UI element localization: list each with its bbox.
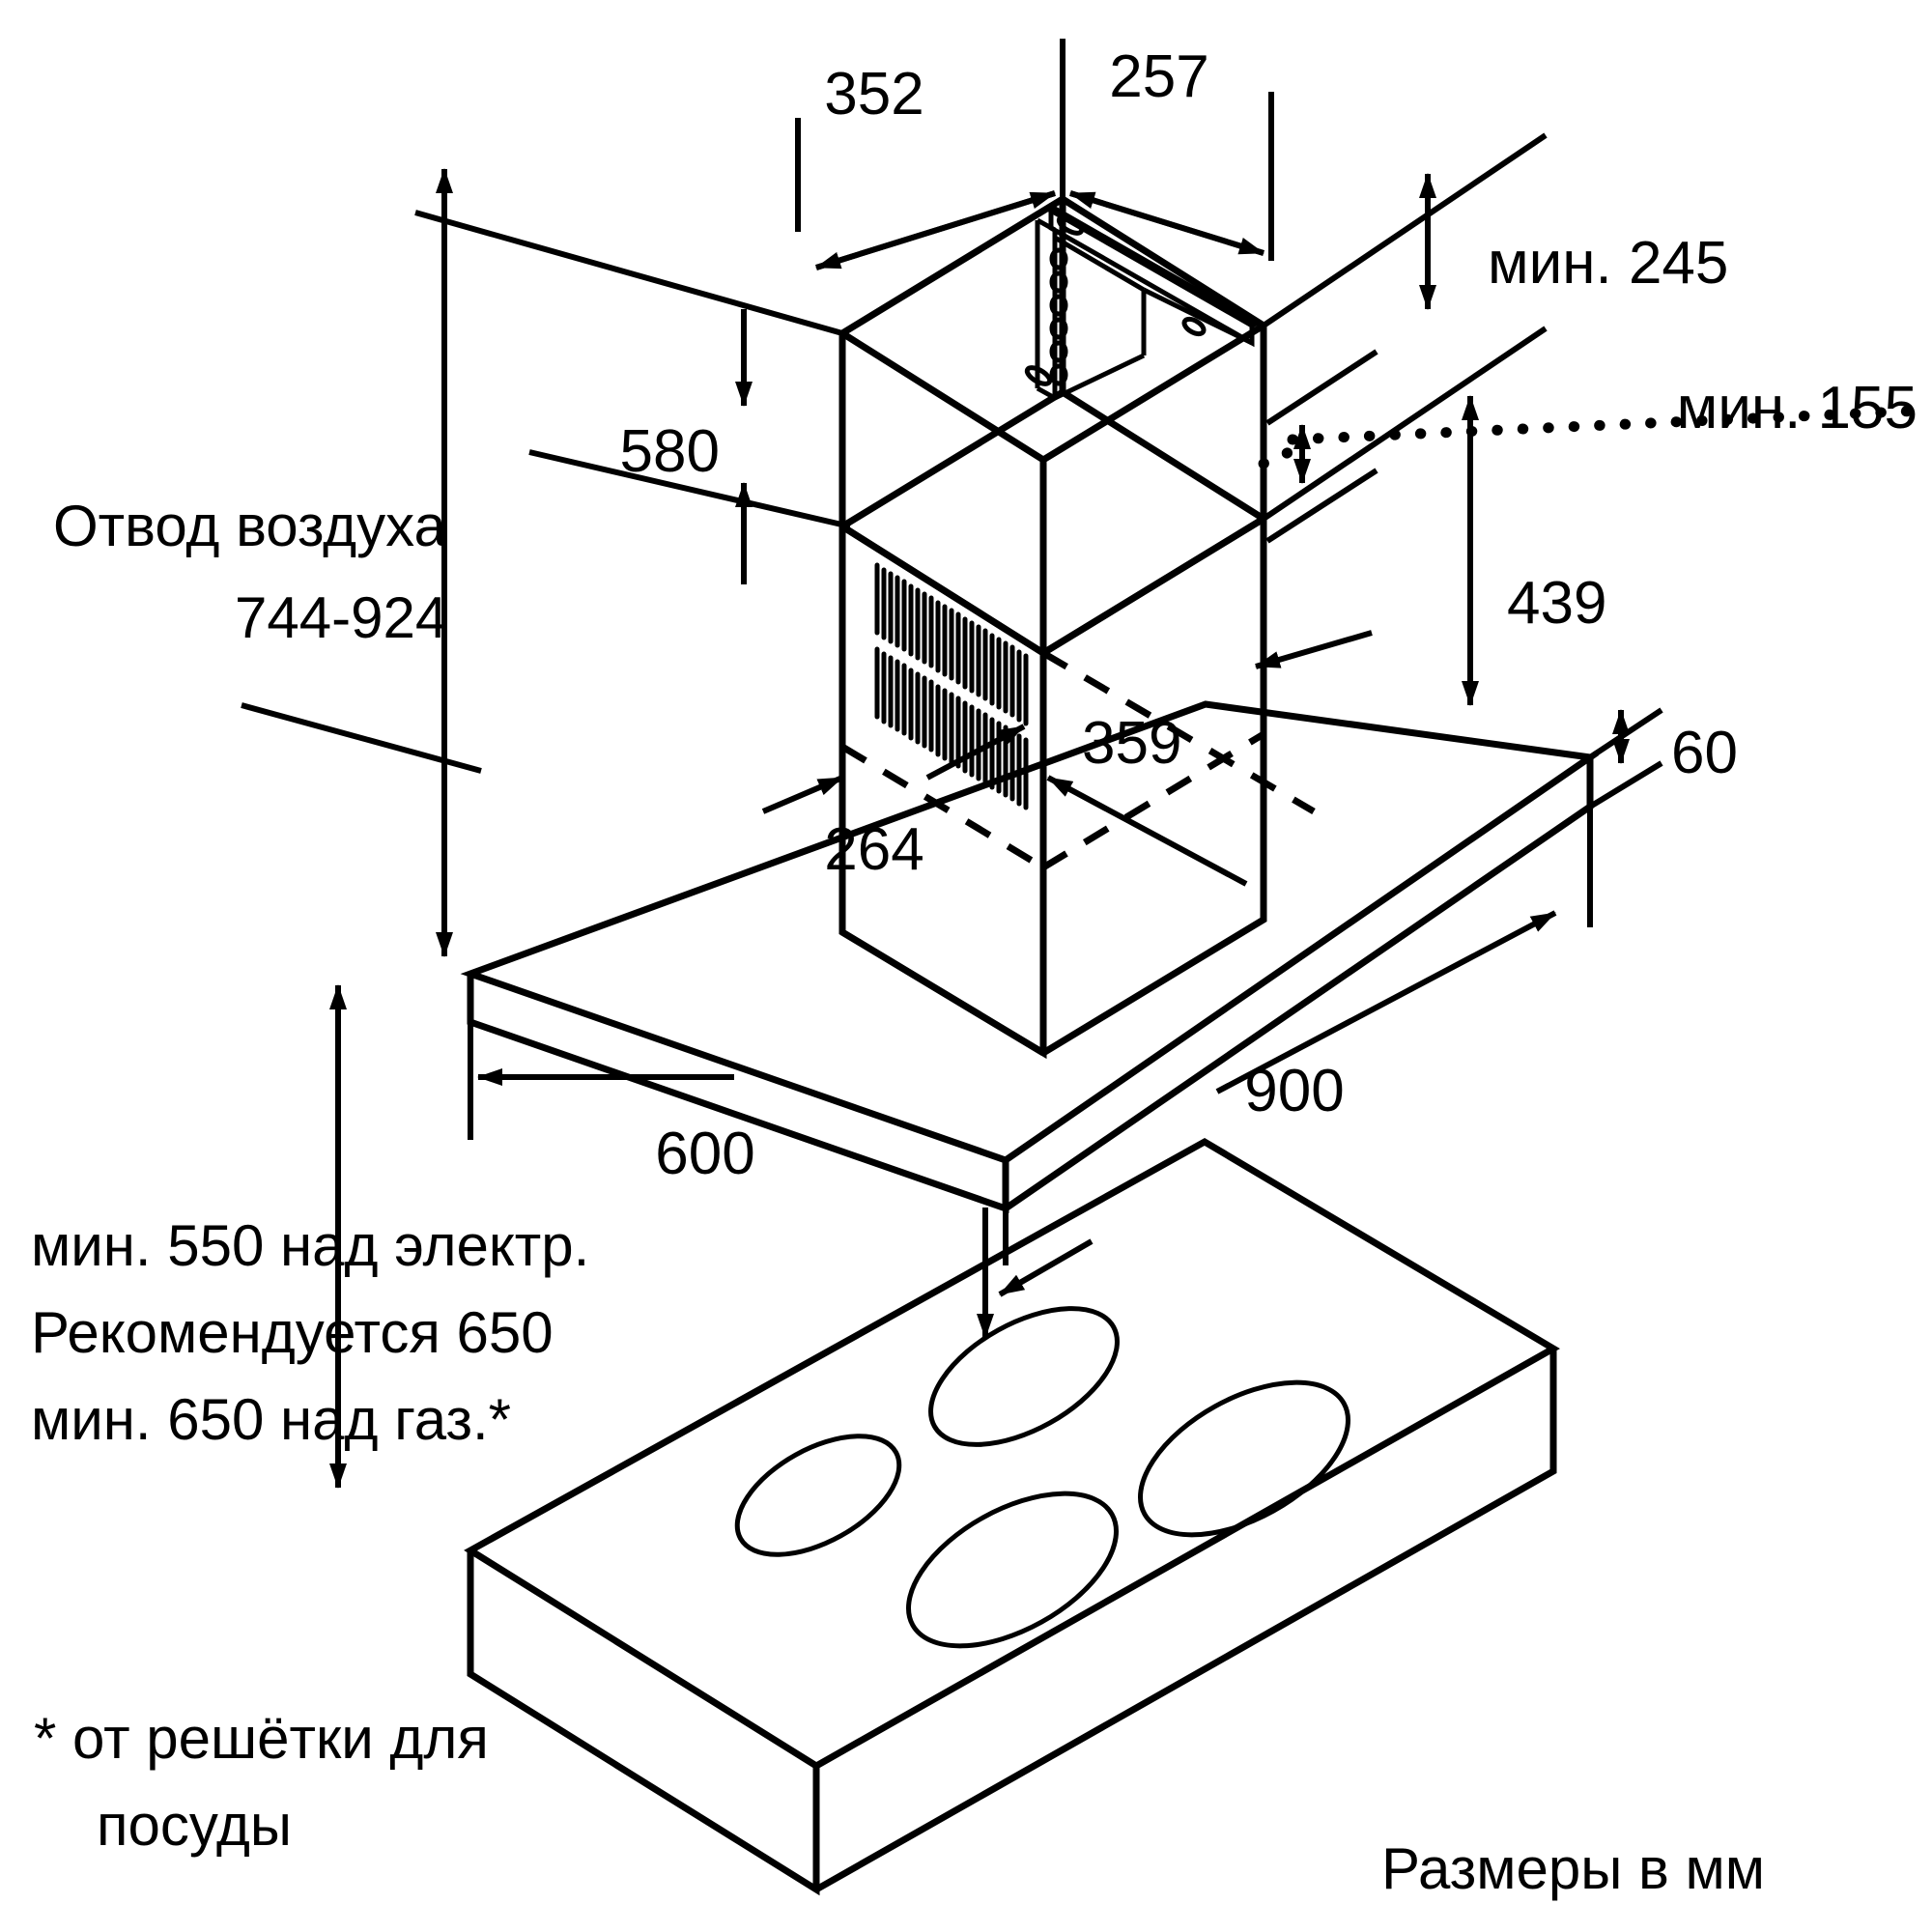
extension-lines — [241, 39, 1663, 1265]
dim-label-580: 580 — [620, 418, 720, 485]
bracket-slot-top — [1056, 214, 1085, 236]
cooktop-front-edge — [467, 1550, 820, 1896]
bracket-adjustment-holes — [1049, 247, 1068, 386]
dim-label-352: 352 — [824, 61, 923, 128]
dim-label-900: 900 — [1244, 1058, 1344, 1124]
canopy-panel — [460, 700, 1600, 1213]
bracket-slot-right — [1181, 316, 1207, 337]
cooktop-surface — [464, 1137, 1560, 1771]
hidden-edge-diagonal — [1041, 649, 1316, 815]
hidden-edge-front — [840, 744, 1045, 870]
dim-arrow-900 — [1215, 910, 1557, 1094]
dim-arrow-352-right — [815, 190, 1056, 270]
dim-arrow-cooktop-side — [998, 1238, 1094, 1297]
footnote-line2: посуды — [97, 1793, 292, 1858]
dim-label-60: 60 — [1671, 720, 1738, 786]
note-clearance-line1: мин. 550 над электр. — [31, 1213, 589, 1278]
dim-label-264: 264 — [824, 816, 923, 883]
dim-label-min155: мин. 155 — [1677, 375, 1918, 441]
footnote-line1: * от решётки для — [34, 1706, 489, 1771]
dim-label-359: 359 — [1082, 710, 1181, 777]
cooktop-right-edge — [814, 1349, 1557, 1893]
note-air-outlet-line1: Отвод воздуха — [53, 494, 447, 558]
dim-arrow-264-right — [925, 724, 1026, 781]
dimension-arrows — [329, 168, 1630, 1489]
dim-arrow-257-left — [1069, 190, 1264, 256]
chimney-body — [838, 194, 1316, 1060]
burner-small-left — [734, 1434, 902, 1557]
dim-label-257: 257 — [1109, 43, 1208, 110]
units-note: Размеры в мм — [1381, 1836, 1765, 1901]
burner-large-front — [906, 1491, 1119, 1649]
note-clearance-line3: мин. 650 над газ.* — [31, 1387, 511, 1452]
vent-grille — [874, 562, 1029, 810]
dim-label-600: 600 — [655, 1121, 754, 1187]
burner-large-right — [1138, 1379, 1350, 1538]
note-air-outlet-line2: 744-924 — [235, 585, 447, 650]
note-clearance-line2: Рекомендуется 650 — [31, 1300, 554, 1365]
cooktop-assembly — [464, 1137, 1560, 1896]
dotted-reference-line — [1258, 405, 1928, 469]
dim-arrow-359 — [1046, 775, 1248, 887]
dim-arrow-264-left — [761, 775, 844, 814]
dim-label-439: 439 — [1507, 570, 1606, 637]
bracket-slot-bottom — [1024, 365, 1053, 386]
dim-arrow-439-leader — [1255, 630, 1373, 669]
dimension-text-labels: 352 257 580 мин. 245 мин. 155 439 359 26… — [620, 43, 1918, 1187]
note-text-labels: Отвод воздуха 744-924 мин. 550 над элект… — [31, 494, 1765, 1901]
hood-canopy-plate — [460, 700, 1600, 1213]
burner-large-rear — [928, 1306, 1120, 1447]
hidden-edge-right — [1041, 731, 1265, 870]
ceiling-mounting-bracket — [1024, 206, 1262, 401]
dim-label-min245: мин. 245 — [1488, 230, 1728, 297]
